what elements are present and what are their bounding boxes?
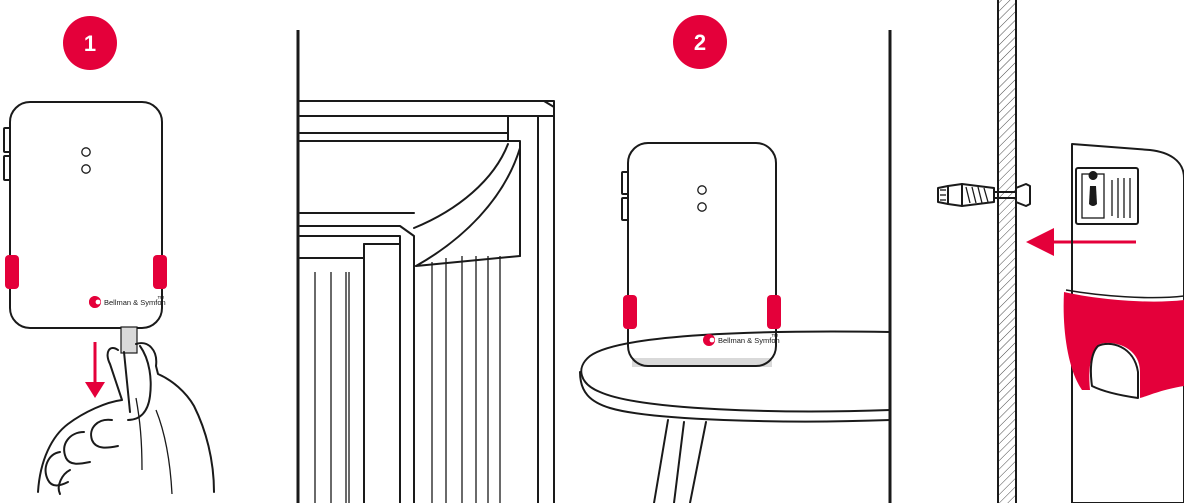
rubber-grip-right (153, 255, 167, 289)
side-table (579, 330, 891, 503)
counter-edge (543, 100, 555, 117)
panel-step-1: 1 Bellman & Symfon ™ (3, 16, 215, 495)
device-body (627, 142, 777, 367)
indicator-light (697, 185, 707, 195)
table-top (580, 330, 891, 413)
indicator-light (81, 164, 91, 174)
device-back (1063, 143, 1184, 503)
brand-logo: Bellman & Symfon ™ (703, 332, 780, 346)
down-arrow (85, 342, 105, 398)
rubber-bracket (1063, 289, 1184, 399)
indicator-light (697, 202, 707, 212)
counter-top (299, 100, 555, 117)
wall-plug (937, 183, 1031, 207)
door-arch (415, 147, 521, 267)
step-2-number: 2 (694, 30, 706, 55)
rubber-grip-left (5, 255, 19, 289)
brand-trademark: ™ (771, 332, 779, 341)
panel-step-2: 2 Bellman & Symfon ™ (579, 15, 891, 503)
brand-logo: Bellman & Symfon ™ (89, 294, 166, 308)
left-arrow (1026, 228, 1136, 256)
device-body (9, 101, 163, 329)
step-1-badge (63, 16, 117, 70)
brand-name: Bellman & Symfon (718, 336, 780, 345)
brand-trademark: ™ (157, 294, 165, 303)
step-1-number: 1 (84, 31, 96, 56)
step-2-badge (673, 15, 727, 69)
device-2: Bellman & Symfon ™ (621, 142, 781, 367)
cabinet-door (299, 225, 415, 503)
hand-pulling-tab (37, 342, 215, 495)
table-leg (653, 419, 669, 503)
table-leg (689, 421, 707, 503)
indicator-light (81, 147, 91, 157)
device-stand (632, 358, 772, 367)
door-arch (413, 143, 509, 229)
pull-tab (120, 326, 138, 354)
panel-cabinet (299, 100, 555, 503)
screw-head (1015, 183, 1031, 207)
cabinet-rail (299, 140, 521, 257)
device-1: Bellman & Symfon ™ (3, 101, 167, 329)
table-leg (673, 421, 685, 503)
keyhole-mount (1075, 167, 1139, 225)
rubber-grip-right (767, 295, 781, 329)
panel-wall-mount (937, 0, 1184, 503)
device-back-panel (1071, 143, 1184, 503)
rubber-grip-left (623, 295, 637, 329)
keyhole-icon (1088, 171, 1098, 180)
brand-name: Bellman & Symfon (104, 298, 166, 307)
wall (998, 0, 1016, 503)
